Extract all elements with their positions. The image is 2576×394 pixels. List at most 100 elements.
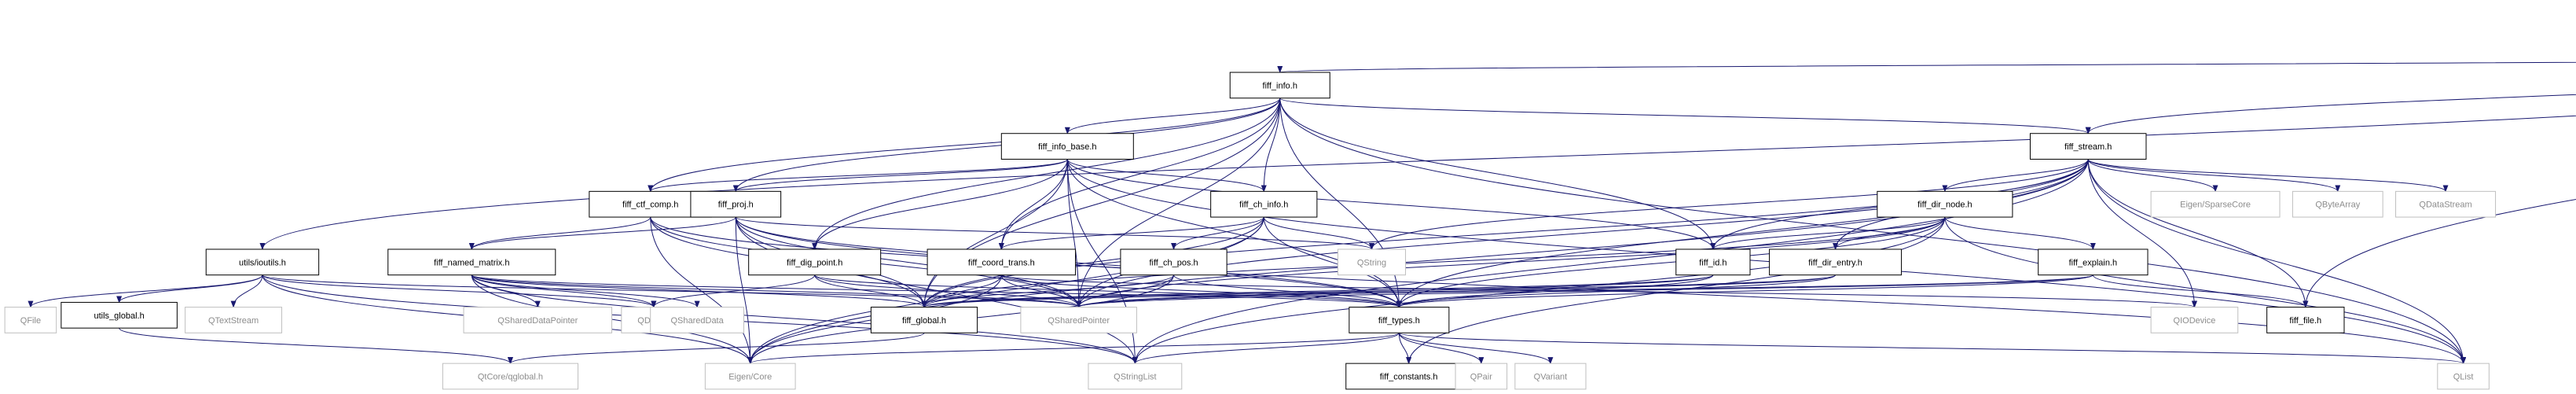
edge-fiff_ch_info_h-to-fiff_coord_trans_h [998, 216, 1264, 250]
node-layer: libraries/fiff/fiff_info.cppfiff_info.hu… [4, 72, 2497, 390]
node-label: fiff_stream.h [2064, 142, 2112, 152]
node-fiff_ch_info_h[interactable]: fiff_ch_info.h [1210, 190, 1318, 218]
node-label: QIODevice [2174, 316, 2216, 326]
edge-fiff_info_h-to-fiff_info_base_h [1064, 98, 1281, 134]
node-label: QFile [20, 316, 41, 326]
node-fiff_global_h[interactable]: fiff_global.h [870, 307, 978, 333]
edge-fiff_global_h-to-QtCore_qglobal_h [508, 332, 925, 365]
node-box [2029, 133, 2147, 160]
node-ioutils_h[interactable]: utils/ioutils.h [205, 249, 320, 276]
edge-fiff_types_h-to-QVariant [1398, 333, 1554, 365]
node-label: fiff_ch_pos.h [1149, 258, 1198, 267]
node-box [870, 307, 978, 333]
node-fiff_dir_entry_h[interactable]: fiff_dir_entry.h [1769, 249, 1903, 276]
node-fiff_named_matrix_h[interactable]: fiff_named_matrix.h [387, 249, 556, 276]
edge-fiff_dir_entry_h-to-fiff_types_h [1396, 274, 1837, 308]
edge-fiff_info_base_h-to-fiff_ch_info_h [1066, 159, 1267, 193]
edge-root-to-ioutils_h [259, 115, 2576, 250]
edge-root-to-fiff_stream_h [2085, 94, 2576, 134]
edge-fiff_stream_h-to-QByteArray [2087, 159, 2341, 193]
node-fiff_proj_h[interactable]: fiff_proj.h [690, 190, 782, 218]
node-box [748, 249, 882, 276]
node-fiff_info_base_h[interactable]: fiff_info_base.h [1000, 133, 1134, 160]
edge-fiff_named_matrix_h-to-QStringList [471, 274, 1138, 365]
edge-fiff_explain_h-to-fiff_file_h [2092, 274, 2309, 308]
node-QPair: QPair [1455, 363, 1508, 390]
edge-utils_global_h-to-QtCore_qglobal_h [119, 327, 513, 365]
edge-fiff_dir_node_h-to-fiff_constants_h [1406, 217, 1946, 365]
node-box [1338, 249, 1407, 276]
edge-fiff_proj_h-to-QSharedPointer [735, 217, 1082, 308]
node-box [2038, 249, 2149, 276]
node-utils_global_h[interactable]: utils_global.h [61, 301, 178, 329]
node-fiff_ch_pos_h[interactable]: fiff_ch_pos.h [1120, 249, 1227, 276]
edge-fiff_proj_h-to-QList [735, 217, 2466, 365]
node-label: QList [2453, 373, 2474, 382]
node-box [2292, 190, 2383, 218]
edge-fiff_dir_node_h-to-fiff_id_h [1710, 216, 1946, 250]
node-label: QTextStream [208, 316, 259, 326]
node-label: fiff_id.h [1699, 258, 1727, 267]
node-QSharedDataPointer: QSharedDataPointer [463, 307, 613, 333]
edge-fiff_info_base_h-to-fiff_dig_point_h [812, 159, 1068, 250]
edge-fiff_stream_h-to-QStringList [1132, 159, 2089, 365]
edge-fiff_id_h-to-fiff_global_h [921, 274, 1714, 308]
node-label: fiff_dig_point.h [787, 258, 842, 267]
node-fiff_info_h[interactable]: fiff_info.h [1229, 72, 1330, 99]
node-box [1455, 363, 1508, 390]
node-box [1514, 363, 1587, 390]
node-label: fiff_info_base.h [1038, 142, 1096, 152]
edge-fiff_named_matrix_h-to-fiff_types_h [471, 274, 1402, 308]
node-fiff_dir_node_h[interactable]: fiff_dir_node.h [1877, 190, 2013, 218]
node-box [1210, 190, 1318, 218]
node-fiff_file_h[interactable]: fiff_file.h [2266, 307, 2345, 333]
node-label: QPair [1470, 373, 1492, 382]
edge-fiff_dig_point_h-to-fiff_global_h [814, 274, 927, 308]
node-box [1088, 363, 1183, 390]
edge-ioutils_h-to-QSharedPointer [262, 274, 1081, 308]
node-fiff_explain_h[interactable]: fiff_explain.h [2038, 249, 2149, 276]
node-label: QVariant [1534, 373, 1568, 382]
node-fiff_types_h[interactable]: fiff_types.h [1349, 307, 1450, 333]
edge-fiff_id_h-to-fiff_types_h [1396, 274, 1714, 308]
node-QList: QList [2437, 363, 2490, 390]
node-label: QByteArray [2315, 201, 2360, 210]
node-box [927, 249, 1077, 276]
node-label: fiff_ctf_comp.h [622, 201, 678, 210]
edge-fiff_info_base_h-to-fiff_proj_h [732, 159, 1068, 193]
node-QStringList: QStringList [1088, 363, 1183, 390]
edge-fiff_ch_info_h-to-Eigen_Core [747, 217, 1264, 365]
node-label: utils/ioutils.h [239, 258, 286, 267]
edge-fiff_ch_pos_h-to-QSharedPointer [1076, 274, 1175, 308]
node-fiff_constants_h[interactable]: fiff_constants.h [1345, 363, 1473, 390]
node-label: fiff_proj.h [718, 201, 754, 210]
node-label: QString [1357, 258, 1386, 267]
edge-root-to-fiff_file_h [2303, 198, 2576, 308]
node-QTextStream: QTextStream [185, 307, 283, 333]
edge-fiff_info_base_h-to-fiff_coord_trans_h [998, 159, 1068, 250]
node-box [1120, 249, 1227, 276]
node-QVariant: QVariant [1514, 363, 1587, 390]
node-label: QDataStream [2419, 201, 2471, 210]
node-box [2395, 190, 2497, 218]
node-fiff_stream_h[interactable]: fiff_stream.h [2029, 133, 2147, 160]
node-box [1769, 249, 1903, 276]
node-label: QStringList [1114, 373, 1156, 382]
node-label: fiff_dir_node.h [1917, 201, 1972, 210]
node-fiff_id_h[interactable]: fiff_id.h [1675, 249, 1751, 276]
node-QString: QString [1338, 249, 1407, 276]
node-label: fiff_coord_trans.h [968, 258, 1035, 267]
node-fiff_coord_trans_h[interactable]: fiff_coord_trans.h [927, 249, 1077, 276]
edge-fiff_stream_h-to-Eigen_SparseCore [2087, 159, 2218, 193]
node-box [205, 249, 320, 276]
node-fiff_dig_point_h[interactable]: fiff_dig_point.h [748, 249, 882, 276]
node-label: QSharedData [670, 316, 724, 326]
edge-fiff_types_h-to-QStringList [1132, 332, 1400, 365]
edge-fiff_dir_node_h-to-QSharedPointer [1076, 216, 1946, 308]
node-box [442, 363, 579, 390]
node-QByteArray: QByteArray [2292, 190, 2383, 218]
node-box [1349, 307, 1450, 333]
node-box [61, 301, 178, 329]
edge-fiff_stream_h-to-fiff_file_h [2087, 159, 2309, 308]
edge-fiff_ch_info_h-to-fiff_ch_pos_h [1171, 216, 1264, 250]
